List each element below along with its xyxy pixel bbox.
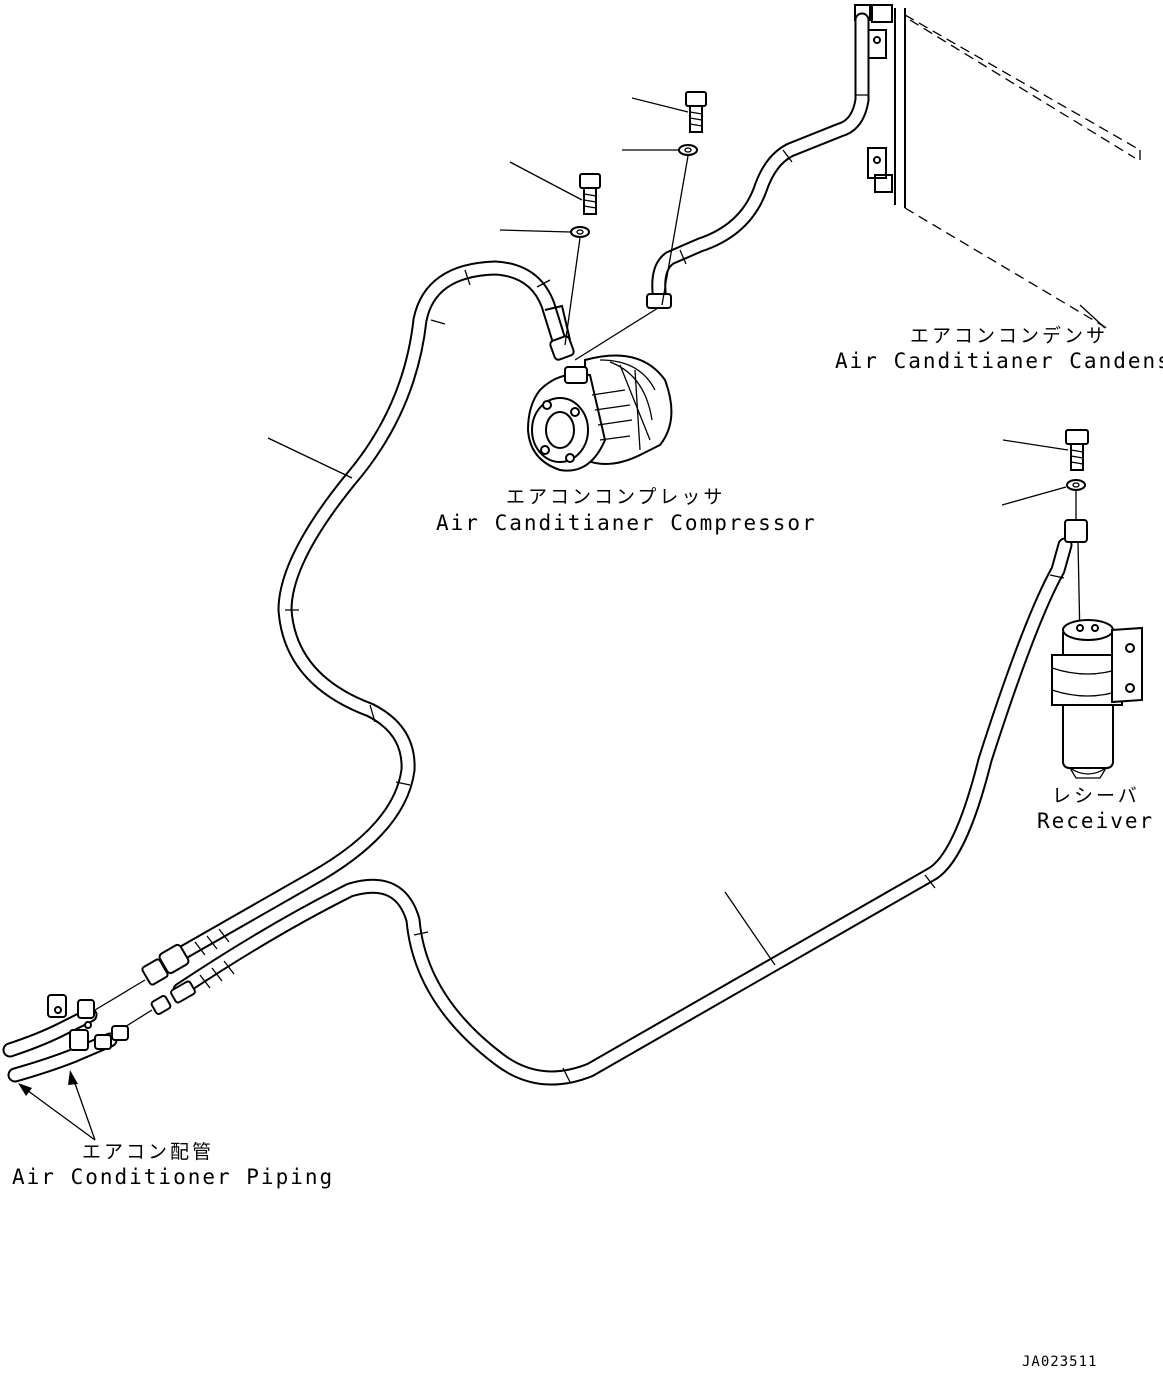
receiver-label-jp: レシーバ: [1052, 785, 1140, 807]
liquid-hose: [172, 519, 1088, 1086]
suction-hose: [162, 260, 570, 968]
hose-fittings: [94, 943, 196, 1031]
receiver-label-en: Receiver: [1037, 809, 1154, 833]
compressor-bolt-2: [631, 91, 707, 133]
liquid-hose-leader: [724, 891, 776, 966]
receiver: [1051, 619, 1143, 779]
piping-label-jp: エアコン配管: [82, 1141, 214, 1163]
ac-compressor: [526, 354, 673, 472]
compressor-washer-2: [622, 144, 698, 306]
condenser-leader: [1079, 304, 1106, 329]
compressor-label-en: Air Canditianer Compressor: [436, 511, 817, 535]
receiver-washer: [1001, 479, 1086, 520]
drawing-code: JA023511: [1022, 1354, 1097, 1370]
condenser-discharge-line: [574, 12, 870, 361]
condenser: [854, 4, 1141, 331]
piping-label-en: Air Conditioner Piping: [12, 1165, 334, 1189]
receiver-bolt: [1002, 429, 1089, 471]
condenser-label-jp: エアコンコンデンサ: [910, 325, 1108, 347]
condenser-label-en: Air Canditianer Candenser: [835, 349, 1163, 373]
compressor-label-jp: エアコンコンプレッサ: [506, 486, 725, 508]
compressor-bolt-1: [509, 161, 601, 215]
suction-hose-leader: [267, 437, 353, 479]
compressor-washer-1: [499, 226, 590, 346]
ac-piping: [2, 994, 129, 1083]
piping-arrows: [18, 1070, 96, 1141]
